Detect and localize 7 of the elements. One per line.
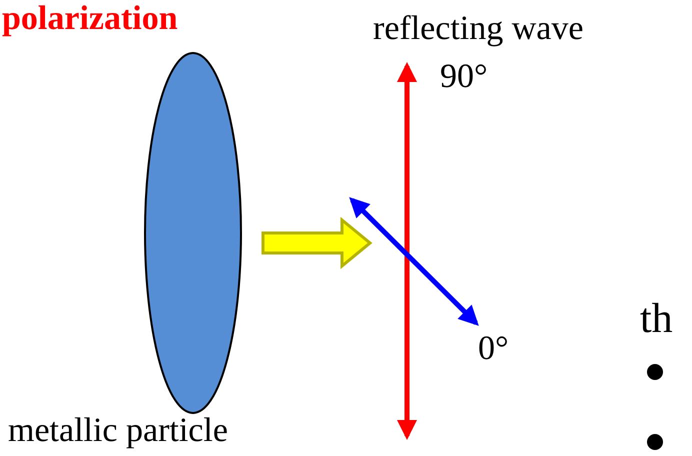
text-fragment: th [640,298,673,340]
wave-label: reflecting wave [373,12,584,46]
angle-label: 90° [440,60,488,94]
heading: polarization [2,2,178,36]
ellipse-shape [144,52,242,414]
angle-label: 0° [478,332,509,366]
particle-caption: metallic particle [8,414,228,448]
